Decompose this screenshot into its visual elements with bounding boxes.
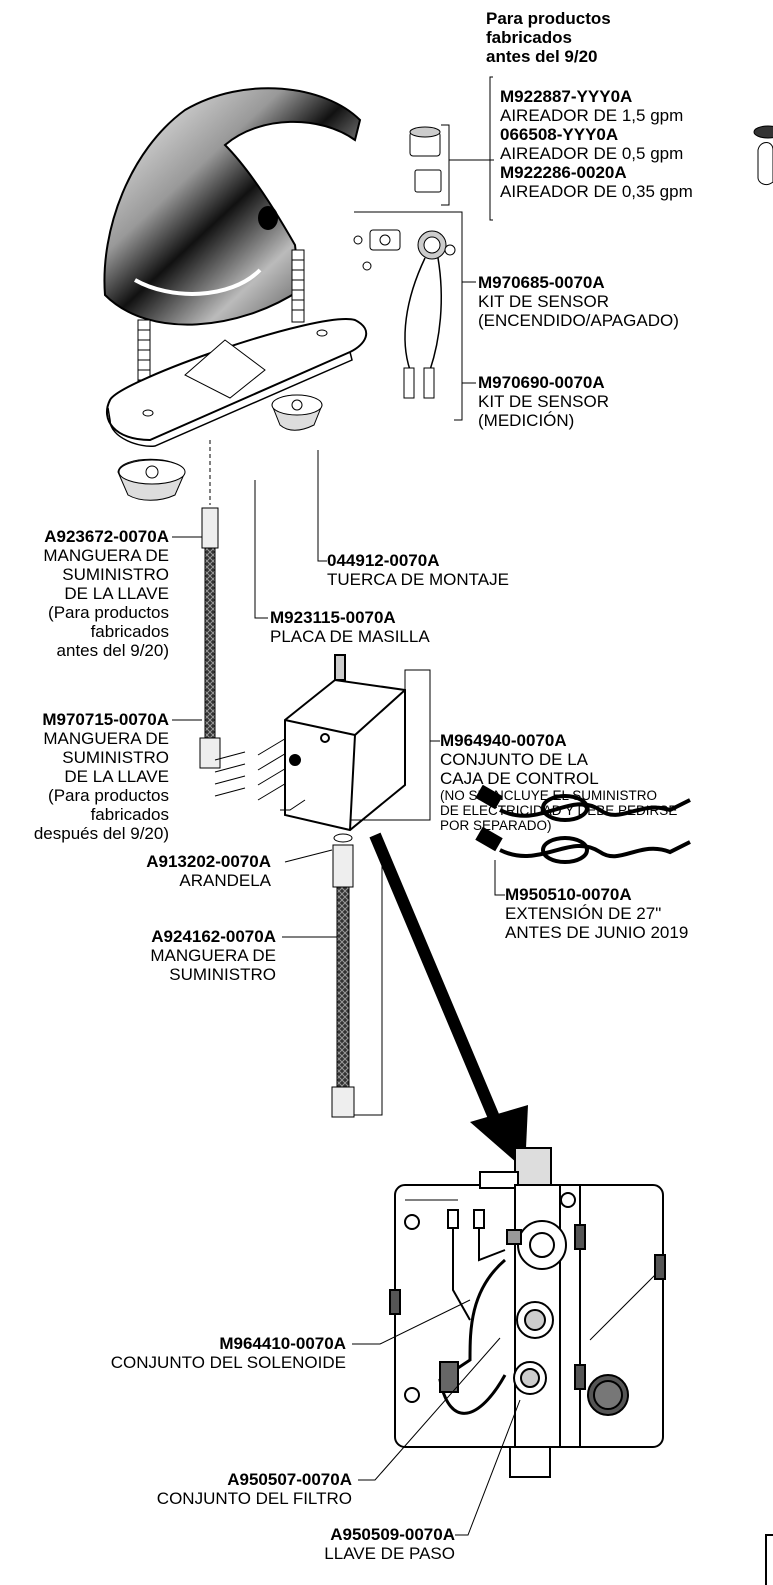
control-box-note2: DE ELECTRICIDAD Y DEBE PEDIRSE (440, 803, 678, 818)
sensor-kit (353, 211, 463, 421)
hose-before-part: A923672-0070A (44, 527, 169, 546)
stop-valve-line1: LLAVE DE PASO (324, 1544, 455, 1563)
sensor-meter-part: M970690-0070A (478, 373, 605, 392)
hose-after-line3: DE LA LLAVE (64, 767, 169, 786)
hose-before-line1: MANGUERA DE (43, 546, 169, 565)
sensor-meter-line1: KIT DE SENSOR (478, 392, 609, 411)
aerator-edge-detail (753, 125, 773, 185)
sensor-meter-label: M970690-0070A KIT DE SENSOR (MEDICIÓN) (478, 373, 609, 430)
mounting-nut-left (117, 458, 186, 501)
hose-before-line3: DE LA LLAVE (64, 584, 169, 603)
washer-label: A913202-0070A ARANDELA (146, 852, 271, 890)
extension-line1: EXTENSIÓN DE 27" (505, 904, 662, 923)
header-line-2: fabricados (486, 28, 572, 47)
mount-nut-part: 044912-0070A (327, 551, 440, 570)
aerator-parts (409, 76, 494, 221)
washer-part: A913202-0070A (146, 852, 271, 871)
extension-label: M950510-0070A EXTENSIÓN DE 27" ANTES DE … (505, 885, 688, 942)
hose-after-label: M970715-0070A MANGUERA DE SUMINISTRO DE … (34, 710, 169, 843)
hose-after-line4: (Para productos (48, 786, 169, 805)
filter-part: A950507-0070A (227, 1470, 352, 1489)
control-box-line1: CONJUNTO DE LA (440, 750, 588, 769)
aerator-2-part: 066508-YYY0A (500, 125, 619, 144)
putty-plate (105, 318, 368, 447)
control-box-line2: CAJA DE CONTROL (440, 769, 599, 788)
faucet-supply-hose (199, 507, 221, 769)
mount-nut-line1: TUERCA DE MONTAJE (327, 570, 509, 589)
sensor-onoff-part: M970685-0070A (478, 273, 605, 292)
hose-before-line5: fabricados (90, 622, 169, 641)
filter-line1: CONJUNTO DEL FILTRO (156, 1489, 352, 1508)
supply-hose-line1: MANGUERA DE (150, 946, 276, 965)
hose-before-line6: antes del 9/20) (56, 641, 169, 660)
solenoid-line1: CONJUNTO DEL SOLENOIDE (110, 1353, 346, 1372)
supply-hose-lower (331, 833, 383, 1118)
filter-label: A950507-0070A CONJUNTO DEL FILTRO (157, 1470, 352, 1508)
detail-arrow (369, 832, 528, 1170)
hose-before-line4: (Para productos (48, 603, 169, 622)
mounting-nut-right (271, 394, 323, 431)
extension-line2: ANTES DE JUNIO 2019 (505, 923, 689, 942)
supply-hose-part: A924162-0070A (151, 927, 276, 946)
aerator-1-desc: AIREADOR DE 1,5 gpm (500, 106, 684, 125)
sensor-onoff-line1: KIT DE SENSOR (478, 292, 609, 311)
mount-nut-label: 044912-0070A TUERCA DE MONTAJE (327, 551, 509, 589)
hose-after-line6: después del 9/20) (33, 824, 169, 843)
solenoid-part: M964410-0070A (219, 1334, 346, 1353)
aerator-header: Para productos fabricados antes del 9/20 (486, 9, 611, 66)
extension-part: M950510-0070A (505, 885, 632, 904)
screws-and-anchors (214, 736, 289, 801)
control-box-part: M964940-0070A (440, 731, 567, 750)
aerator-2-desc: AIREADOR DE 0,5 gpm (500, 144, 684, 163)
supply-hose-label: A924162-0070A MANGUERA DE SUMINISTRO (150, 927, 276, 984)
hose-after-part: M970715-0070A (42, 710, 169, 729)
faucet-body (103, 87, 362, 326)
sensor-onoff-label: M970685-0070A KIT DE SENSOR (ENCENDIDO/A… (478, 273, 679, 330)
leader-lines (172, 281, 521, 1536)
hose-after-line5: fabricados (90, 805, 169, 824)
stop-valve-part: A950509-0070A (330, 1525, 455, 1544)
header-line-1: Para productos (486, 9, 611, 28)
supply-hose-line2: SUMINISTRO (169, 965, 276, 984)
mounting-bolts (137, 249, 305, 393)
hose-after-line2: SUMINISTRO (62, 748, 169, 767)
control-box-note3: POR SEPARADO) (440, 818, 552, 833)
sensor-meter-line2: (MEDICIÓN) (478, 411, 575, 430)
putty-plate-part: M923115-0070A (270, 608, 396, 627)
control-box (284, 654, 431, 832)
aerator-1-part: M922887-YYY0A (500, 87, 633, 106)
aerator-3-desc: AIREADOR DE 0,35 gpm (500, 182, 693, 201)
control-box-label: M964940-0070A CONJUNTO DE LA CAJA DE CON… (440, 731, 677, 833)
aerator-list: M922887-YYY0A AIREADOR DE 1,5 gpm 066508… (500, 87, 693, 201)
extension-cables (475, 784, 691, 896)
hose-after-line1: MANGUERA DE (43, 729, 169, 748)
hose-before-line2: SUMINISTRO (62, 565, 169, 584)
frame-corner (765, 1534, 773, 1585)
sensor-onoff-line2: (ENCENDIDO/APAGADO) (478, 311, 679, 330)
putty-plate-line1: PLACA DE MASILLA (270, 627, 430, 646)
washer-line1: ARANDELA (179, 871, 271, 890)
hose-before-label: A923672-0070A MANGUERA DE SUMINISTRO DE … (43, 527, 169, 660)
stop-valve-label: A950509-0070A LLAVE DE PASO (324, 1525, 455, 1563)
aerator-3-part: M922286-0020A (500, 163, 627, 182)
header-line-3: antes del 9/20 (486, 47, 598, 66)
solenoid-label: M964410-0070A CONJUNTO DEL SOLENOIDE (111, 1334, 346, 1372)
control-box-interior (389, 1147, 666, 1478)
control-box-note1: (NO SE INCLUYE EL SUMINISTRO (440, 788, 658, 803)
putty-plate-label: M923115-0070A PLACA DE MASILLA (270, 608, 430, 646)
